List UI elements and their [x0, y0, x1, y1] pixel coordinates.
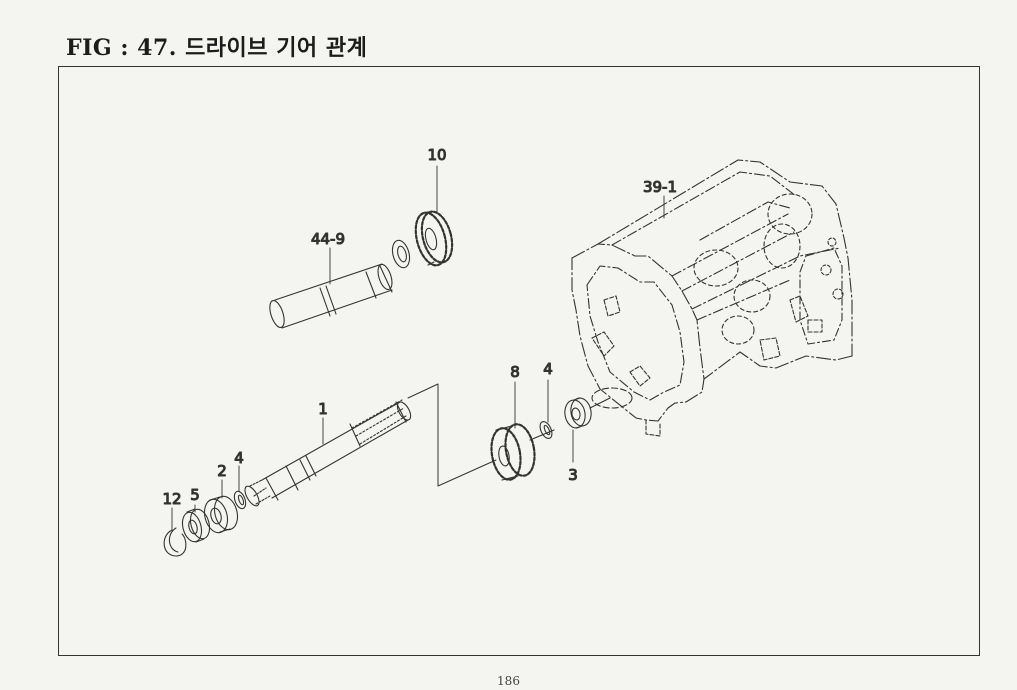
- countershaft: [269, 263, 393, 329]
- page-title: FIG : 47. 드라이브 기어 관계: [66, 35, 368, 61]
- callout-4-left: 4: [234, 449, 244, 467]
- transmission-case: [571, 159, 853, 437]
- snap-ring-4-left: [233, 490, 247, 510]
- diagram-frame: [58, 66, 980, 656]
- snap-ring-4-right: [539, 421, 553, 439]
- assembly-leader-line: [407, 383, 497, 487]
- drive-gear-8: [490, 423, 555, 481]
- callout-2: 2: [217, 462, 227, 480]
- counter-gear-10: [414, 210, 454, 267]
- callout-1: 1: [318, 400, 328, 418]
- bearing-2: [203, 495, 239, 534]
- bearing-3: [564, 397, 611, 429]
- page-number: 186: [497, 674, 520, 688]
- callout-5: 5: [190, 486, 200, 504]
- callout-39-1: 39-1: [643, 178, 677, 196]
- callout-8: 8: [510, 363, 520, 381]
- callout-4-right: 4: [543, 360, 553, 378]
- snap-ring-12: [163, 527, 187, 557]
- leader-lines: [171, 165, 665, 531]
- callout-44-9: 44-9: [311, 230, 345, 248]
- snap-ring-countershaft: [391, 239, 411, 269]
- main-shaft: [244, 399, 412, 507]
- callout-3: 3: [568, 466, 578, 484]
- callout-12: 12: [162, 490, 181, 508]
- callout-10: 10: [427, 146, 446, 164]
- spacer-5: [181, 508, 211, 543]
